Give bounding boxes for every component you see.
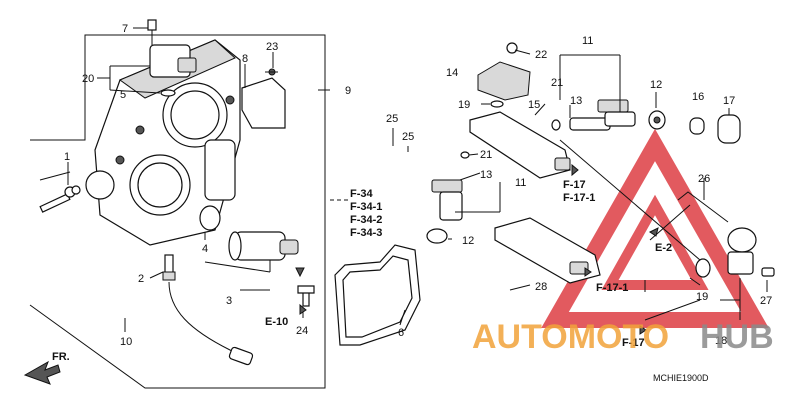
callout-11b: 11 xyxy=(515,177,526,189)
callout-19b: 19 xyxy=(696,291,708,303)
callout-4: 4 xyxy=(202,243,208,255)
callout-26: 26 xyxy=(698,173,710,185)
callout-9: 9 xyxy=(345,85,351,97)
callout-19a: 19 xyxy=(458,99,470,111)
callout-5: 5 xyxy=(120,89,126,101)
reference-arrow-icons xyxy=(295,163,659,335)
front-indicator: FR. xyxy=(52,351,70,363)
callout-labels: 7 20 5 8 23 9 1 4 3 2 24 10 25 25 6 22 1… xyxy=(64,23,772,348)
callout-16: 16 xyxy=(692,91,704,103)
callout-13b: 13 xyxy=(480,169,492,181)
ref-f34-2: F-34-2 xyxy=(350,214,382,226)
callout-24: 24 xyxy=(296,325,308,337)
gasket-6 xyxy=(334,244,421,346)
watermark-text: AUTOMOTO HUB xyxy=(472,318,774,356)
callout-23: 23 xyxy=(266,41,278,53)
front-arrow-icon: FR. xyxy=(23,351,70,385)
callout-13a: 13 xyxy=(570,95,582,107)
leader-lines xyxy=(39,27,768,332)
reference-codes: F-34 F-34-1 F-34-2 F-34-3 E-10 F-17 F-17… xyxy=(265,179,672,349)
callout-14: 14 xyxy=(446,67,458,79)
bracket-8 xyxy=(241,68,286,129)
callout-18: 18 xyxy=(715,335,727,347)
ref-f34-3: F-34-3 xyxy=(350,227,382,239)
callout-8: 8 xyxy=(242,53,248,65)
ref-f17-b: F-17 xyxy=(622,337,645,349)
watermark-logo xyxy=(541,128,769,328)
watermark-part1: AUTOMOTO xyxy=(472,318,669,356)
ref-e2: E-2 xyxy=(655,242,672,254)
callout-7: 7 xyxy=(122,23,128,35)
watermark-part2: HUB xyxy=(700,318,774,356)
ref-f34-1: F-34-1 xyxy=(350,201,382,213)
callout-20: 20 xyxy=(82,73,94,85)
ref-f17-1-a: F-17-1 xyxy=(563,192,595,204)
hose-clip xyxy=(228,346,254,366)
callout-2: 2 xyxy=(138,273,144,285)
o-ring-5 xyxy=(160,89,176,97)
callout-15: 15 xyxy=(528,99,540,111)
diagram-code: MCHIE1900D xyxy=(653,373,709,383)
callout-10: 10 xyxy=(120,336,132,348)
ref-e10: E-10 xyxy=(265,316,288,328)
callout-27: 27 xyxy=(760,295,772,307)
map-sensor xyxy=(147,19,197,78)
throttle-group-frame xyxy=(29,34,326,389)
bolt-24 xyxy=(297,285,315,307)
callout-25a: 25 xyxy=(386,113,398,125)
callout-12a: 12 xyxy=(650,79,662,91)
sensor-2 xyxy=(162,254,176,281)
callout-25b: 25 xyxy=(402,131,414,143)
ref-f17-a: F-17 xyxy=(563,179,586,191)
callout-6: 6 xyxy=(398,327,404,339)
ref-f17-1-b: F-17-1 xyxy=(596,282,628,294)
ref-f34: F-34 xyxy=(350,188,374,200)
fuel-rail-group xyxy=(426,42,775,284)
callout-22: 22 xyxy=(535,49,547,61)
callout-12b: 12 xyxy=(462,235,474,247)
callout-11a: 11 xyxy=(582,35,593,47)
screw-set-1 xyxy=(39,185,81,213)
callout-21a: 21 xyxy=(551,77,563,89)
callout-1: 1 xyxy=(64,151,70,163)
callout-17: 17 xyxy=(723,95,735,107)
o-ring-4 xyxy=(199,205,221,231)
callout-28: 28 xyxy=(535,281,547,293)
hose-10 xyxy=(168,281,246,359)
callout-21b: 21 xyxy=(480,149,492,161)
idle-air-valve xyxy=(228,231,299,261)
callout-3: 3 xyxy=(226,295,232,307)
